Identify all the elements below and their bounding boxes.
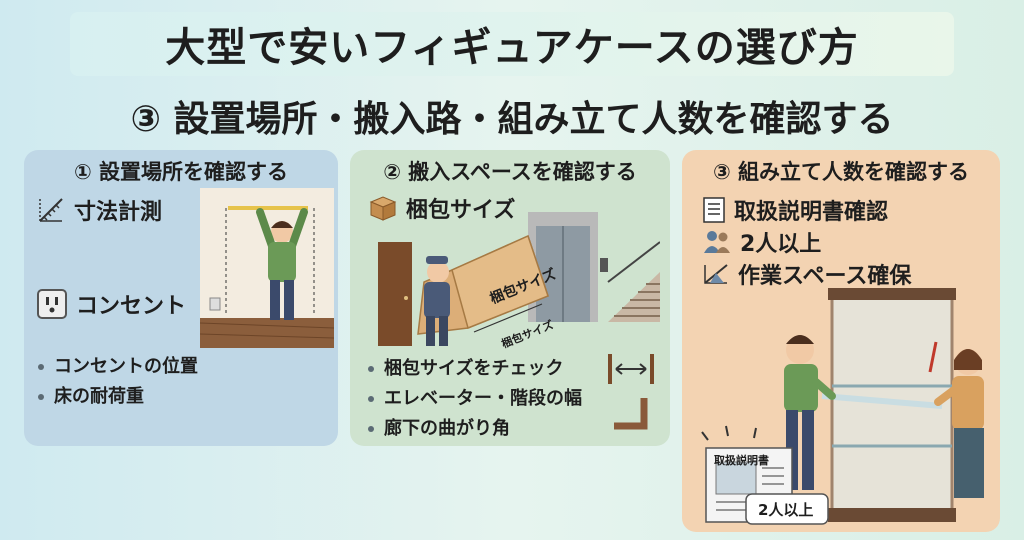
list-item: 廊下の曲がり角 [368, 414, 582, 444]
box-icon [369, 196, 397, 221]
item-package-size: 梱包サイズ [368, 192, 515, 224]
item-workspace-label: 作業スペース確保 [738, 264, 912, 289]
item-manual: 取扱説明書確認 [702, 194, 888, 226]
people-icon [704, 231, 730, 253]
page-subtitle: ③ 設置場所・搬入路・組み立て人数を確認する [130, 99, 894, 140]
delivery-illustration [378, 212, 660, 346]
width-arrow-icon [608, 354, 654, 384]
list-item: 床の耐荷重 [38, 382, 198, 412]
item-workspace: 作業スペース確保 [702, 258, 911, 290]
list-item: コンセントの位置 [38, 352, 198, 382]
item-package-size-label: 梱包サイズ [406, 198, 516, 223]
item-two-people-label: 2人以上 [740, 232, 822, 257]
manual-title: 取扱説明書 [714, 454, 769, 467]
workspace-icon [704, 264, 728, 284]
corner-icon [614, 398, 648, 430]
list-item: 梱包サイズをチェック [368, 354, 582, 384]
panel-title: ② 搬入スペースを確認する [383, 160, 637, 184]
item-outlet-label: コンセント [76, 294, 187, 319]
measuring-person-illustration [200, 188, 334, 348]
outlet-icon [37, 289, 67, 319]
document-icon [703, 197, 725, 223]
ruler-icon [39, 198, 63, 222]
item-outlet: コンセント [36, 288, 186, 320]
item-measure: 寸法計測 [36, 194, 162, 226]
page-title: 大型で安いフィギュアケースの選び方 [165, 25, 859, 71]
panel-installation-location: ① 設置場所を確認する 寸法計測 コンセント コンセントの位置 床の耐荷重 [24, 150, 338, 446]
panel-assembly-people: ③ 組み立て人数を確認する 取扱説明書確認 2人以上 作業スペース確保 [682, 150, 1000, 532]
title-bar: 大型で安いフィギュアケースの選び方 [70, 12, 954, 76]
panel-delivery-space: ② 搬入スペースを確認する 梱包サイズ 梱包サイズ 梱包サイズ 梱包サイズをチェ… [350, 150, 670, 446]
panel-title: ③ 組み立て人数を確認する [712, 160, 970, 184]
panel2-bullets: 梱包サイズをチェック エレベーター・階段の幅 廊下の曲がり角 [368, 354, 582, 444]
panel1-bullets: コンセントの位置 床の耐荷重 [38, 352, 198, 412]
two-people-badge: 2人以上 [758, 501, 814, 519]
item-manual-label: 取扱説明書確認 [734, 200, 889, 225]
item-measure-label: 寸法計測 [74, 200, 163, 225]
list-item: エレベーター・階段の幅 [368, 384, 582, 414]
item-two-people: 2人以上 [702, 226, 821, 258]
assembly-illustration [701, 288, 984, 525]
panel-title: ① 設置場所を確認する [73, 160, 289, 184]
